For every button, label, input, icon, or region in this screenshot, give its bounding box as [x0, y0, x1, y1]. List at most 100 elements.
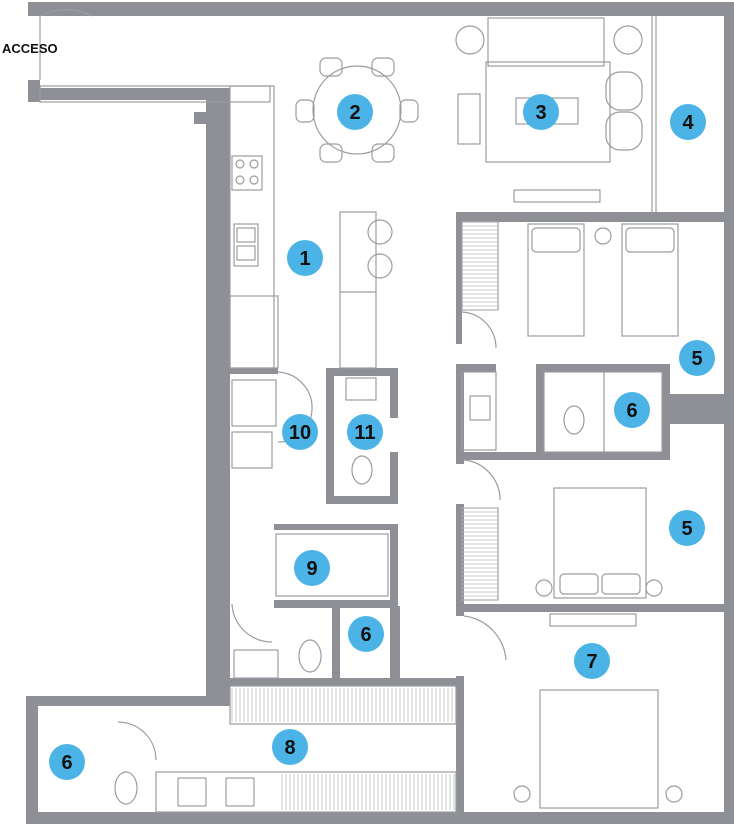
washer: [231, 379, 277, 427]
wall-entrance-stub: [28, 80, 40, 102]
kitchen-island: [339, 211, 377, 369]
dining-chair: [371, 57, 395, 77]
toilet: [298, 639, 322, 673]
closet-hatching: [231, 221, 498, 810]
burner: [249, 159, 259, 169]
badge-circle: [523, 94, 559, 130]
wall-powder-right: [390, 368, 398, 418]
side-lamp: [613, 25, 643, 55]
door-swing: [117, 721, 157, 761]
dining-chair: [295, 99, 315, 123]
wall-servbath-right: [390, 606, 400, 686]
armchair: [605, 111, 643, 151]
entrance-label: ACCESO: [2, 41, 58, 56]
wall-servbath-bottom: [228, 678, 464, 686]
badge-circle: [669, 510, 705, 546]
bed-master: [539, 689, 659, 809]
wall-service-room-bottom: [274, 600, 398, 608]
closet-row: [155, 771, 457, 813]
sink-basin: [236, 245, 256, 261]
basin: [225, 777, 255, 807]
room-number: 11: [354, 422, 375, 444]
badge-circle: [614, 392, 650, 428]
laundry-sink: [231, 431, 273, 469]
wall-bed5-top: [456, 212, 734, 222]
fridge: [229, 295, 279, 369]
wall-bottom: [26, 812, 734, 824]
tv-unit: [513, 189, 601, 203]
wall-kitchen-step: [194, 112, 208, 124]
wall-hall-right2: [456, 364, 464, 464]
pillow: [601, 573, 641, 595]
basin: [233, 649, 279, 679]
room-number: 3: [535, 102, 546, 124]
bed-service: [275, 533, 389, 597]
kitchen-counter-top: [39, 85, 271, 103]
room-badge-laundry: 10: [282, 414, 318, 450]
nightstand: [645, 579, 663, 597]
room-badge-service-room: 9: [294, 550, 330, 586]
nightstand: [665, 785, 683, 803]
toilet: [114, 771, 138, 805]
living-cabinet: [457, 93, 481, 145]
wall-service-room-top: [274, 524, 398, 530]
wall-powder-left: [326, 370, 334, 500]
walls: [26, 2, 734, 824]
dining-table: [312, 65, 402, 155]
room-number: 7: [586, 651, 597, 673]
bed-single: [621, 223, 679, 337]
kitchen-counter: [229, 85, 275, 369]
door-swing: [231, 603, 273, 643]
badge-circle: [294, 550, 330, 586]
room-badge-kitchen: 1: [287, 240, 323, 276]
wall-bed5b-bottom: [456, 604, 734, 612]
room-badge-bath-shared: 6: [614, 392, 650, 428]
wall-powder-right2: [390, 452, 398, 502]
bar-stool: [367, 253, 393, 279]
wall-top: [28, 2, 734, 16]
shower: [543, 371, 663, 453]
nightstand: [513, 785, 531, 803]
wall-service-room-right: [390, 524, 398, 604]
room-number: 5: [681, 518, 692, 540]
badge-circle: [272, 729, 308, 765]
room-badge-bedroom-double: 5: [669, 510, 705, 546]
pillow: [531, 227, 581, 253]
bar-stool: [367, 219, 393, 245]
stove: [231, 155, 263, 191]
room-badge-master-bedroom: 7: [574, 643, 610, 679]
wall-servbath-left: [332, 606, 340, 684]
room-number: 1: [299, 248, 310, 270]
burner: [235, 175, 245, 185]
wall-kitchen-left: [206, 100, 230, 700]
dining-chair: [399, 99, 419, 123]
basin: [469, 395, 491, 421]
badge-circle: [348, 616, 384, 652]
room-number: 6: [360, 624, 371, 646]
badge-circle: [49, 744, 85, 780]
room-badge-living: 3: [523, 94, 559, 130]
room-number: 2: [349, 102, 360, 124]
bath-vanity: [461, 371, 497, 451]
wall-bath6-top: [536, 364, 666, 372]
door-swing: [277, 371, 313, 411]
pillow: [625, 227, 675, 253]
nightstand: [535, 579, 553, 597]
bed-single: [527, 223, 585, 337]
room-badge-bath-master: 6: [49, 744, 85, 780]
basin: [177, 777, 207, 807]
fixtures-lines: [39, 9, 683, 813]
room-badge-bath-service: 6: [348, 616, 384, 652]
bed-double: [553, 487, 647, 599]
room-number: 10: [289, 422, 311, 444]
wall-hall-right: [456, 214, 462, 344]
wall-laundry-top: [228, 368, 278, 374]
wall-corridor-top: [40, 88, 230, 100]
dining-chair: [319, 143, 343, 163]
room-badge-terrace: 4: [670, 104, 706, 140]
wall-bath6-bottom: [456, 452, 666, 460]
badge-circle: [670, 104, 706, 140]
wall-bath6-ext: [662, 394, 734, 424]
wall-bath6-top-left: [456, 364, 496, 372]
